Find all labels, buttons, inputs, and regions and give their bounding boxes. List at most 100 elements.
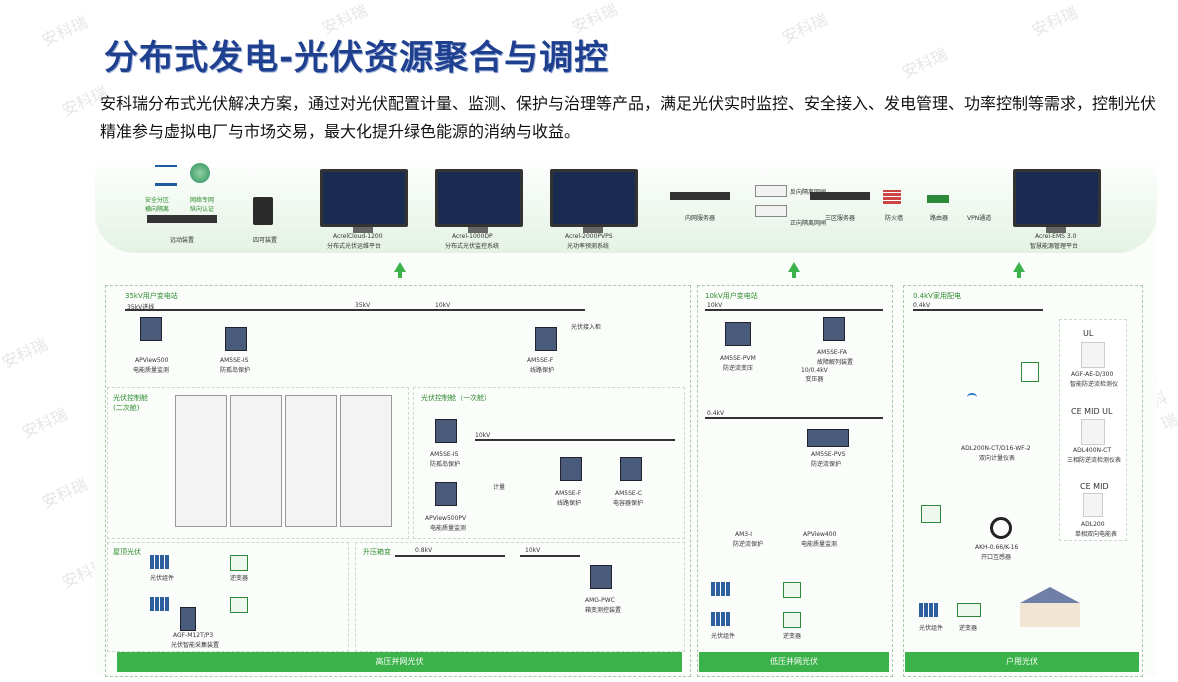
pv-panel-icon — [711, 612, 731, 626]
device-desc: 故障解列装置 — [817, 359, 854, 366]
device-name: ADL400N-CT — [1073, 447, 1112, 454]
uplink-arrow-icon — [1017, 272, 1021, 278]
section-title: 35kV用户变电站 — [125, 292, 178, 300]
lv-gridtie-bar: 低压并网光伏 — [699, 652, 889, 672]
wifi-icon — [967, 393, 977, 401]
pv-panel-icon — [150, 597, 170, 611]
device-name: ADL200 — [1081, 521, 1105, 528]
uplink-arrow-icon — [788, 262, 800, 272]
device-desc: 防逆流变压 — [723, 365, 754, 372]
gateway-box — [755, 205, 787, 217]
rooftop-pv — [107, 542, 349, 652]
collector-label: 四可装置 — [253, 237, 278, 244]
router-icon — [927, 195, 949, 203]
inverter-icon — [230, 555, 248, 571]
bus-label: 0.4kV — [707, 410, 725, 417]
platform-monitor — [550, 169, 638, 233]
pv-panel-icon — [150, 555, 170, 569]
am5se-pvs-device — [807, 429, 849, 447]
section-title: 0.4kV家用配电 — [913, 292, 961, 300]
gateway-label: 远动装置 — [170, 237, 195, 244]
pv-panel-icon — [711, 582, 731, 596]
apview500pv-device — [435, 482, 457, 506]
collector-device — [253, 197, 273, 225]
device-thumb — [1081, 419, 1105, 445]
agf-desc: 光伏智能采集装置 — [171, 642, 220, 649]
grid-tag: 纵向认证 — [190, 206, 215, 213]
bus-label: 0.4kV — [913, 302, 931, 309]
rooftop-title: 屋顶光伏 — [113, 548, 141, 556]
device-name: AM5SE-IS — [220, 357, 249, 364]
busbar — [475, 439, 675, 441]
firewall-icon — [883, 190, 901, 204]
meter-box — [1021, 362, 1039, 382]
amg-name: AMG-PWC — [585, 597, 615, 604]
device-desc: 三相防逆流检测仪表 — [1067, 457, 1122, 464]
control-room-title: 光伏控制舱 (二次舱) — [113, 394, 148, 412]
am5se-is-device — [435, 419, 457, 443]
device-name: ADL200N-CT/D16-WF-2 — [961, 445, 1031, 452]
pv-panel-label: 光伏组件 — [711, 633, 736, 640]
platform-name: Acrel-1000DP — [452, 233, 493, 240]
device-name: AKH-0.66/K-16 — [975, 544, 1019, 551]
chain-label: VPN通道 — [967, 215, 992, 222]
device-desc: 智能防逆流检测仪 — [1070, 381, 1119, 388]
grid-logo-icon — [155, 165, 177, 186]
uplink-arrow-icon — [1013, 262, 1025, 272]
pv-panel-label: 光伏组件 — [919, 625, 944, 632]
gateway-device — [147, 215, 217, 223]
platform-desc: 分布式光伏监控系统 — [445, 243, 500, 250]
device-name: APView500PV — [425, 515, 467, 522]
primary-room-title: 光伏控制舱（一次舱） — [421, 394, 491, 402]
device-desc: 电能质量监测 — [801, 541, 838, 548]
watermark: 安科瑞 — [38, 474, 91, 513]
platform-monitor — [320, 169, 408, 233]
uplink-arrow-icon — [398, 272, 402, 278]
bus-label: 10kV — [475, 432, 491, 439]
uplink-arrow-icon — [394, 262, 406, 272]
bus-label: 35kV — [355, 302, 371, 309]
device-desc: 双向计量仪表 — [979, 455, 1016, 462]
device-name: AM3-I — [735, 531, 753, 538]
bus-label: 10kV — [435, 302, 451, 309]
inverter-icon — [783, 612, 801, 628]
device-name: APView500 — [135, 357, 169, 364]
apview500-device — [140, 317, 162, 341]
household-pv-bar: 户用光伏 — [905, 652, 1139, 672]
device-desc: 防逆流保护 — [811, 461, 842, 468]
watermark: 安科瑞 — [0, 334, 51, 373]
page-title: 分布式发电-光伏资源聚合与调控 — [104, 38, 610, 78]
amg-pwc-device — [590, 565, 612, 589]
chain-label: 内网服务器 — [685, 215, 716, 222]
grid-tag: 安全分区 — [145, 197, 170, 204]
device-thumb — [1083, 493, 1103, 517]
boost-transformer — [355, 542, 685, 652]
chain-label: 防火墙 — [885, 215, 904, 222]
device-desc: 线路保护 — [530, 367, 555, 374]
bus-label: 0.8kV — [415, 547, 433, 554]
agf-name: AGF-M12T/P3 — [173, 632, 214, 639]
device-name: AM5SE-F — [527, 357, 554, 364]
device-name: AM5SE-PVS — [811, 451, 846, 458]
ct-sensor-icon — [990, 517, 1012, 539]
ems-name: Acrel-EMS 3.0 — [1035, 233, 1077, 240]
am5se-c-device — [620, 457, 642, 481]
busbar — [705, 417, 883, 419]
chain-label: 路由器 — [930, 215, 949, 222]
busbar — [520, 555, 580, 557]
inverter-label: 逆变器 — [783, 633, 802, 640]
watermark: 安科瑞 — [38, 12, 91, 51]
inverter-icon — [957, 603, 981, 617]
inverter-label: 逆变器 — [959, 625, 978, 632]
busbar — [125, 309, 585, 311]
bus-label: 35kV进线 — [127, 304, 155, 311]
uplink-arrow-icon — [792, 272, 796, 278]
am5se-fa-device — [823, 317, 845, 341]
device-name: AGF-AE-D/300 — [1071, 371, 1114, 378]
inverter-icon — [230, 597, 248, 613]
device-desc: 线路保护 — [557, 500, 582, 507]
bus-label: 10kV — [525, 547, 541, 554]
device-name: AM5SE-PVM — [720, 355, 756, 362]
watermark: 安科瑞 — [778, 9, 831, 48]
platform-name: Acrel-2000PVPS — [565, 233, 613, 240]
